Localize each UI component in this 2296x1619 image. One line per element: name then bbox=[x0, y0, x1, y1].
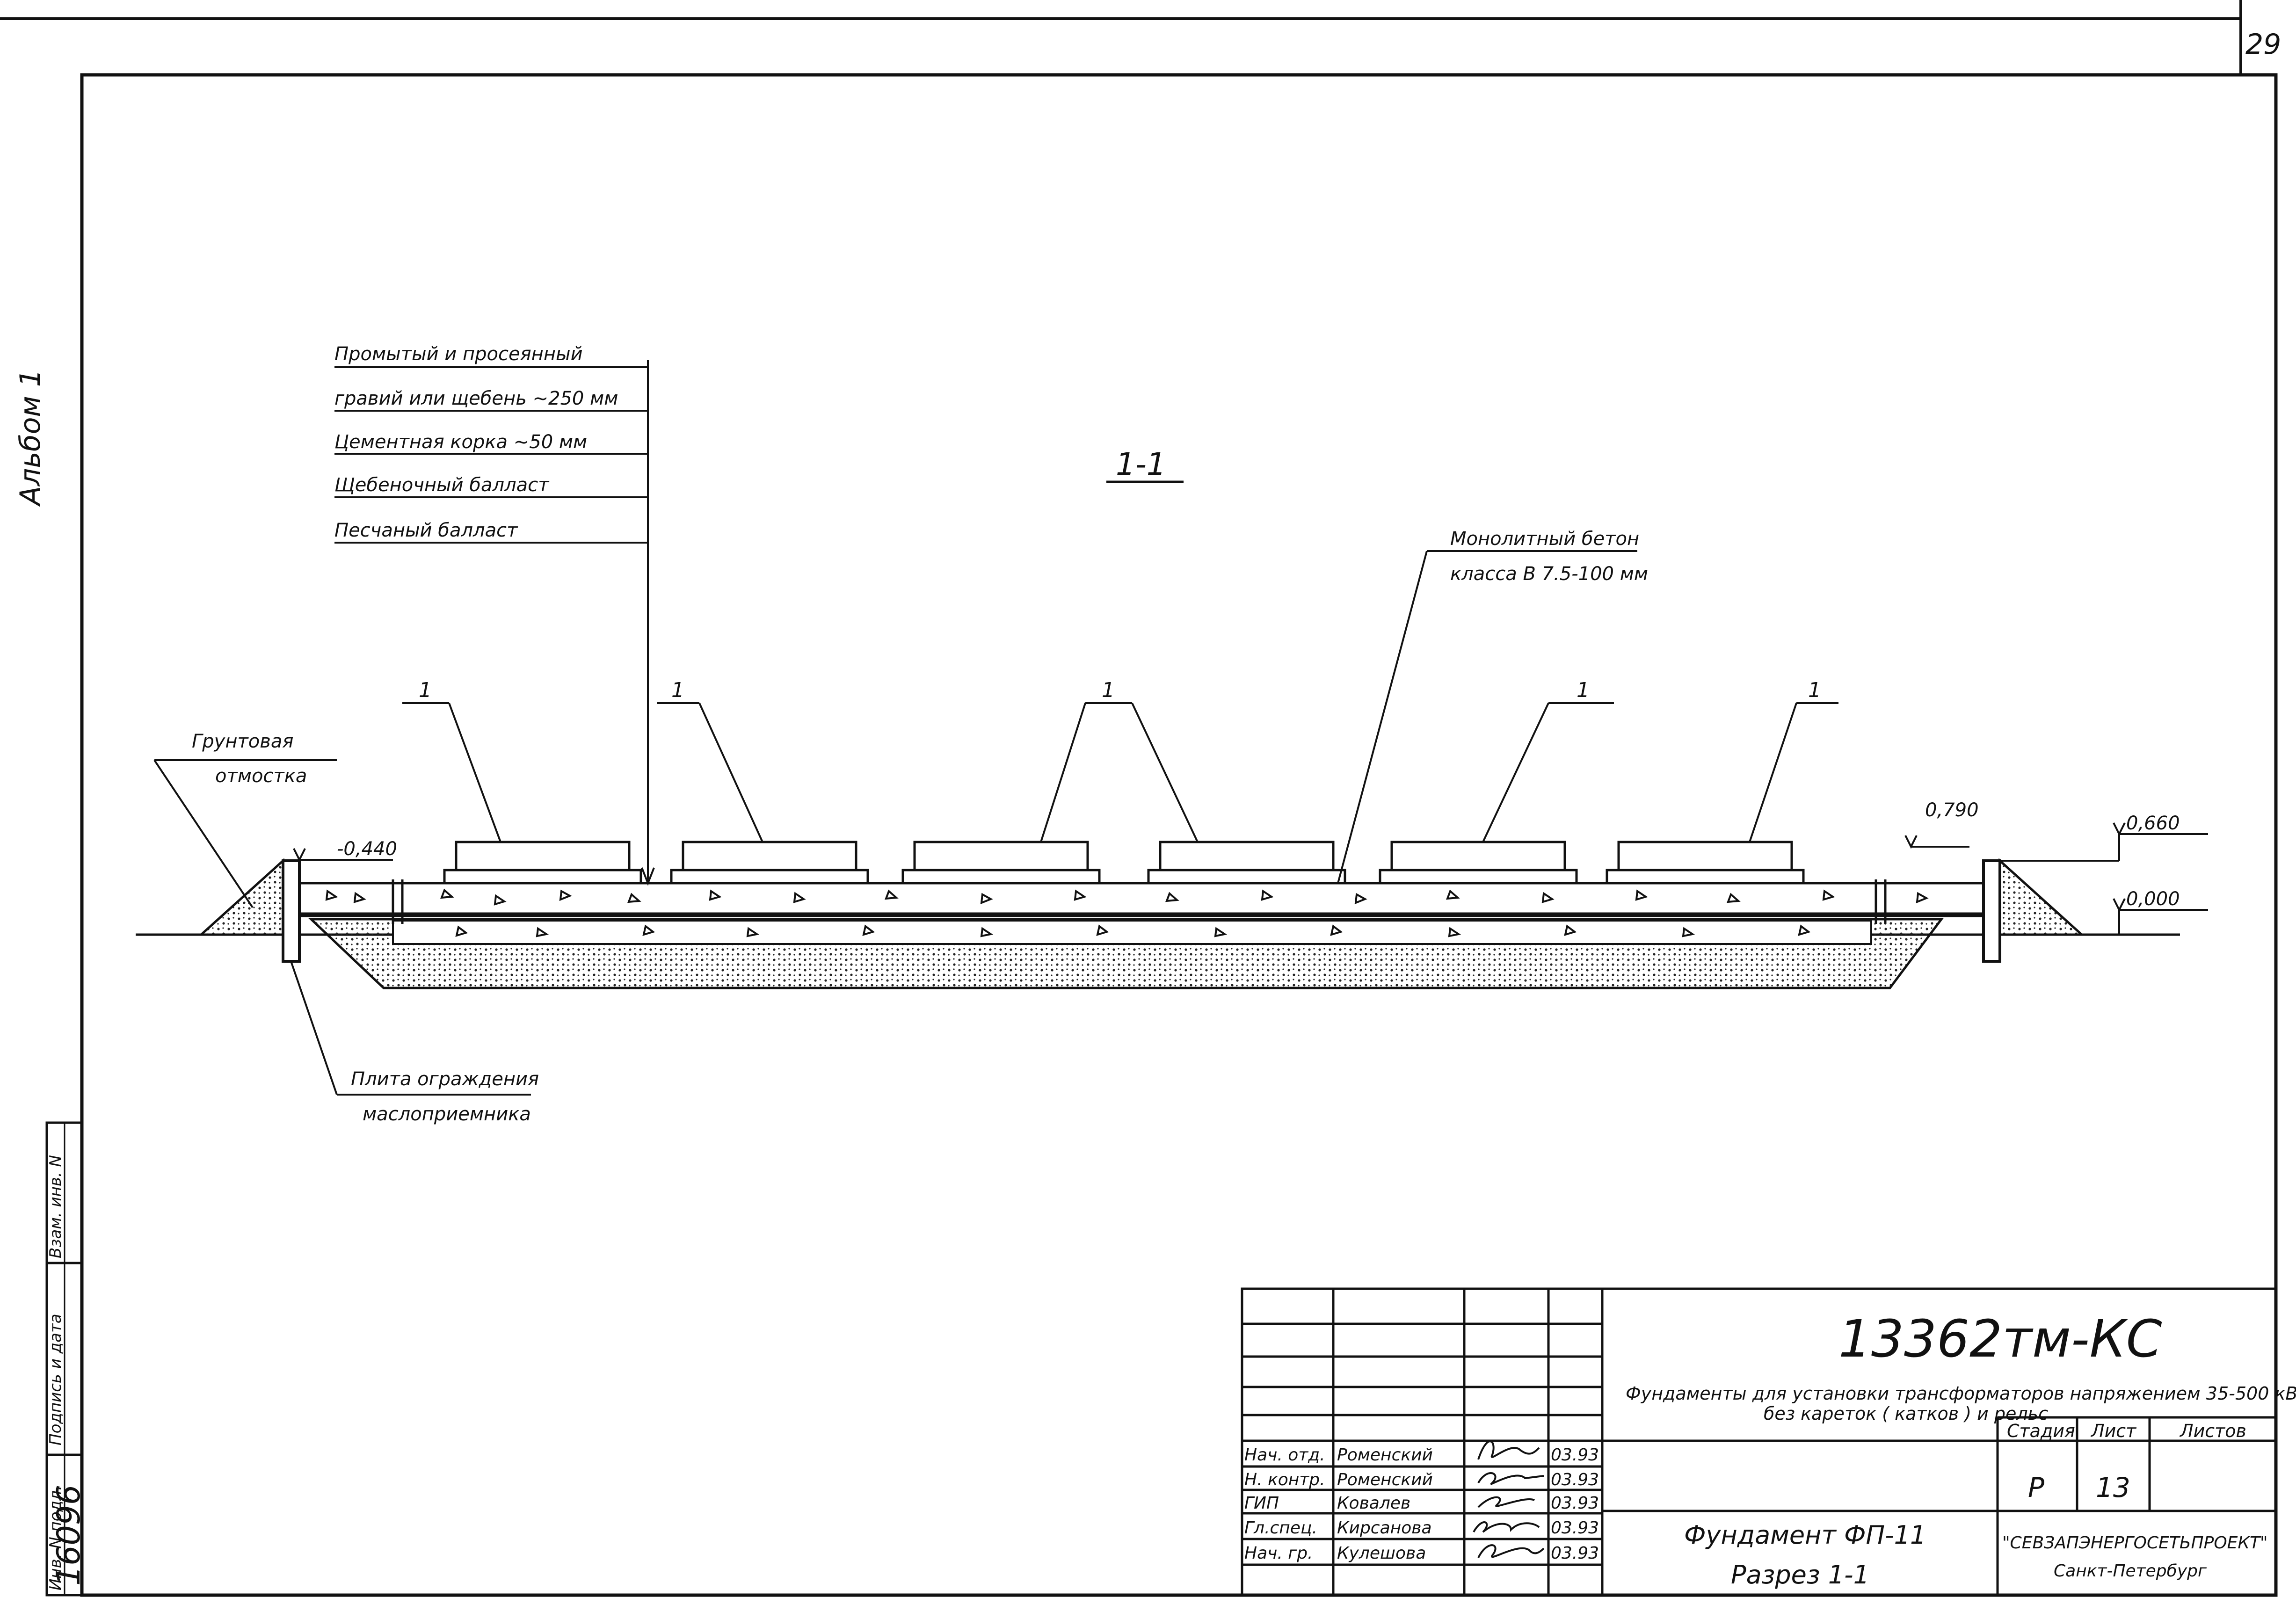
stamp-organization: "СЕВЗАПЭНЕРГОСЕТЬПРОЕКТ" bbox=[2002, 1533, 2268, 1553]
stamp-date: 03.93 bbox=[1551, 1470, 1599, 1489]
elevation-left: -0,440 bbox=[337, 838, 397, 860]
label-crushed-stone: Щебеночный балласт bbox=[334, 474, 550, 496]
stamp-date: 03.93 bbox=[1551, 1494, 1599, 1513]
label-oil-receiver: маслоприемника bbox=[363, 1104, 531, 1125]
label-concrete-class: класса В 7.5-100 мм bbox=[1450, 563, 1648, 585]
stamp-role: Н. контр. bbox=[1244, 1470, 1325, 1489]
plate-leader bbox=[290, 961, 531, 1096]
stamp-sheet-number: 13 bbox=[2096, 1472, 2130, 1503]
stamp-description: Фундаменты для установки трансформаторов… bbox=[1626, 1383, 2296, 1404]
stamp-date: 03.93 bbox=[1551, 1445, 1599, 1465]
crushed-stone-layer bbox=[392, 920, 1872, 945]
title-block bbox=[1241, 1287, 2277, 1597]
label-washed-gravel: Промытый и просеянный bbox=[334, 343, 583, 365]
callout-2: 1 bbox=[671, 678, 684, 702]
label-monolithic-concrete: Монолитный бетон bbox=[1450, 528, 1639, 550]
label-gravel-thickness: гравий или щебень ~250 мм bbox=[334, 388, 618, 409]
elevation-right-top: 0,790 bbox=[1925, 799, 1979, 821]
stamp-role: Нач. отд. bbox=[1244, 1445, 1325, 1465]
label-soil: Грунтовая bbox=[192, 731, 293, 752]
callout-5: 1 bbox=[1808, 678, 1821, 702]
stamp-subtitle: Разрез 1-1 bbox=[1731, 1560, 1869, 1590]
slab-joints bbox=[392, 879, 1887, 924]
soil-leader bbox=[153, 759, 337, 908]
stamp-date: 03.93 bbox=[1551, 1518, 1599, 1538]
svg-text:1-1: 1-1 bbox=[1116, 446, 1166, 482]
elevation-right-mid: 0,660 bbox=[2126, 813, 2180, 834]
stamp-name: Роменский bbox=[1337, 1470, 1433, 1489]
layer-leaders bbox=[334, 360, 655, 886]
label-cement-crust: Цементная корка ~50 мм bbox=[334, 431, 587, 453]
stamp-sheet-header: Лист bbox=[2090, 1421, 2137, 1441]
aggregate-marks bbox=[325, 888, 1929, 937]
callout-3: 1 bbox=[1102, 678, 1115, 702]
side-field-inv: Инв. N подл. bbox=[46, 1485, 65, 1590]
soil-embankment-left bbox=[198, 858, 284, 936]
stamp-name: Кирсанова bbox=[1337, 1518, 1432, 1538]
side-field-sign: Подпись и дата bbox=[46, 1314, 65, 1445]
stamp-city: Санкт-Петербург bbox=[2054, 1561, 2207, 1581]
stamp-code: 13362тм-КС bbox=[1838, 1309, 2162, 1369]
callout-leaders bbox=[402, 702, 1838, 842]
album-label: Альбом 1 bbox=[14, 369, 47, 507]
label-sand-ballast: Песчаный балласт bbox=[334, 520, 518, 541]
signatures bbox=[1473, 1440, 1545, 1558]
side-strip bbox=[45, 1121, 83, 1597]
callout-1: 1 bbox=[419, 678, 432, 702]
elevation-zero: 0,000 bbox=[2126, 888, 2180, 910]
stamp-name: Ковалев bbox=[1337, 1494, 1410, 1513]
label-soil-b: отмостка bbox=[215, 765, 307, 787]
fence-plate-right bbox=[1982, 859, 2001, 963]
stamp-role: ГИП bbox=[1244, 1494, 1279, 1513]
soil-embankment-right bbox=[1998, 858, 2085, 936]
stamp-title: Фундамент ФП-11 bbox=[1684, 1520, 1926, 1550]
callout-4: 1 bbox=[1577, 678, 1590, 702]
section-title: 1-1 bbox=[1106, 446, 1184, 483]
stamp-stage: Р bbox=[2028, 1472, 2044, 1503]
stamp-sheets-header: Листов bbox=[2179, 1421, 2246, 1441]
elevation-marks bbox=[293, 822, 2208, 935]
fence-plate-left bbox=[282, 859, 301, 963]
stamp-role: Гл.спец. bbox=[1244, 1518, 1317, 1538]
stamp-description-b: без кареток ( катков ) и рельс bbox=[1764, 1403, 2048, 1424]
label-fence-plate: Плита ограждения bbox=[351, 1068, 539, 1090]
stamp-role: Нач. гр. bbox=[1244, 1544, 1313, 1563]
side-inv-number: 16096 bbox=[51, 1485, 87, 1586]
concrete-slab bbox=[298, 882, 1985, 915]
page-number: 29 bbox=[2245, 28, 2281, 61]
side-field-replace: Взам. инв. N bbox=[46, 1155, 65, 1258]
sheet-frame bbox=[0, 0, 2278, 1597]
stamp-date: 03.93 bbox=[1551, 1544, 1599, 1563]
stamp-name: Роменский bbox=[1337, 1445, 1433, 1465]
concrete-leader bbox=[1337, 550, 1637, 884]
stamp-stage-header: Стадия bbox=[2007, 1421, 2075, 1441]
stamp-name: Кулешова bbox=[1337, 1544, 1426, 1563]
foundation-blocks bbox=[443, 841, 1805, 885]
